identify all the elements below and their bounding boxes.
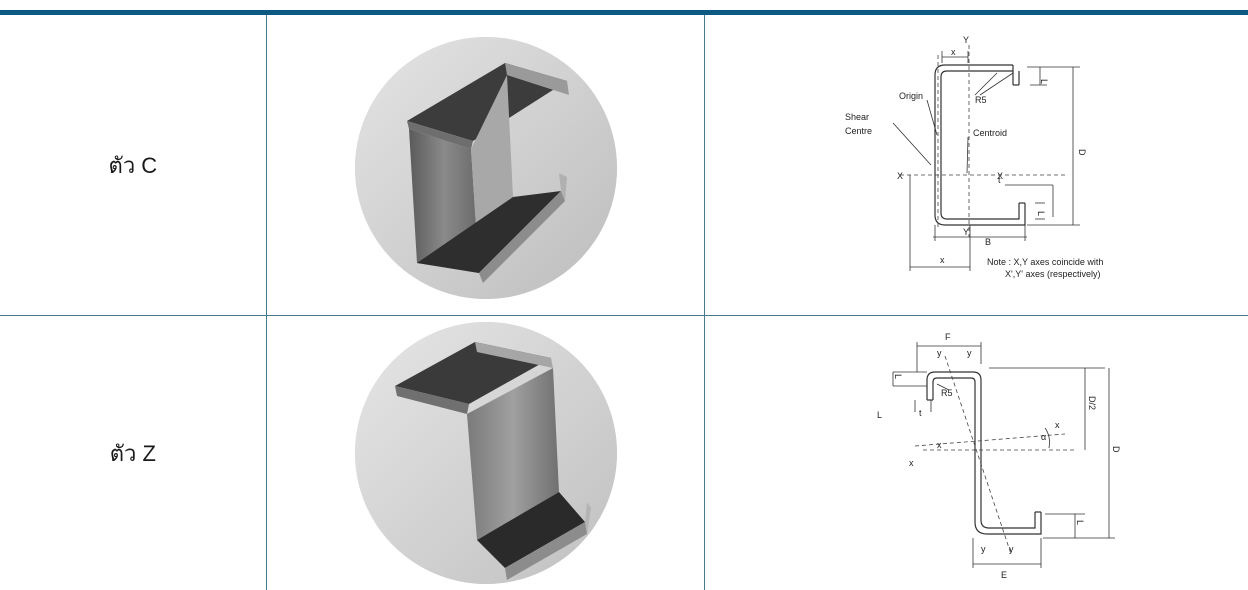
y-bottom-left: y <box>981 544 986 554</box>
z-section-diagram: F y y L R5 L t D/2 x α x x D L y y E <box>877 332 1121 580</box>
c-purlin-photo <box>354 37 617 299</box>
axis-y-top: Y <box>963 35 969 45</box>
profiles-table: ตัว C <box>0 15 1248 590</box>
z-purlin-photo <box>354 322 617 584</box>
diagram-cell: F y y L R5 L t D/2 x α x x D L y y E <box>705 316 1248 590</box>
r5-label: R5 <box>941 388 953 398</box>
alpha-label: α <box>1041 432 1046 442</box>
photo-cell <box>266 315 706 590</box>
diagram-cell: Y x R5 Origin Shear Centre Centroid X X … <box>704 15 1248 316</box>
origin-label: Origin <box>899 91 923 101</box>
centre-label: Centre <box>845 126 872 136</box>
profile-label-c: ตัว C <box>108 152 158 178</box>
note-line-2: X',Y' axes (respectively) <box>1005 269 1100 279</box>
label-cell: ตัว Z <box>0 315 267 590</box>
label-cell: ตัว C <box>0 15 267 316</box>
y-bottom-right: y <box>1009 544 1014 554</box>
profile-label-z: ตัว Z <box>109 440 156 466</box>
r5-label: R5 <box>975 95 987 105</box>
table-row: ตัว C <box>0 15 1248 316</box>
note-line-1: Note : X,Y axes coincide with <box>987 257 1103 267</box>
dim-t-label: t <box>998 175 1001 185</box>
dim-d-label: D <box>1077 149 1087 156</box>
x-far-left-label: x <box>909 458 914 468</box>
dim-x-bottom: x <box>940 255 945 265</box>
y-top-left: y <box>937 348 942 358</box>
dim-l-bottom: L <box>1075 520 1085 525</box>
dim-l-bottom: L <box>1036 211 1046 216</box>
dim-f-label: F <box>945 332 951 342</box>
axis-x-right: X <box>997 171 1003 181</box>
axis-x-left: X <box>897 171 903 181</box>
shear-label: Shear <box>845 112 869 122</box>
dim-t-label: t <box>919 408 922 418</box>
x-left-label: x <box>937 440 942 450</box>
photo-cell <box>266 15 706 316</box>
centroid-label: Centroid <box>973 128 1007 138</box>
dim-d-label: D <box>1111 446 1121 453</box>
dim-l-lower: L <box>877 410 882 420</box>
table-row: ตัว Z <box>0 315 1248 590</box>
dim-b-label: B <box>985 237 991 247</box>
header-rule <box>0 10 1248 15</box>
dim-d2-label: D/2 <box>1087 396 1097 410</box>
dim-e-label: E <box>1001 570 1007 580</box>
dim-l-top: L <box>1039 79 1049 84</box>
axis-y-bottom: Y <box>963 227 969 237</box>
c-section-diagram: Y x R5 Origin Shear Centre Centroid X X … <box>845 35 1103 279</box>
dim-x-top: x <box>951 47 956 57</box>
dim-l-upper: L <box>893 374 903 379</box>
y-top-right: y <box>967 348 972 358</box>
x-right-label: x <box>1055 420 1060 430</box>
